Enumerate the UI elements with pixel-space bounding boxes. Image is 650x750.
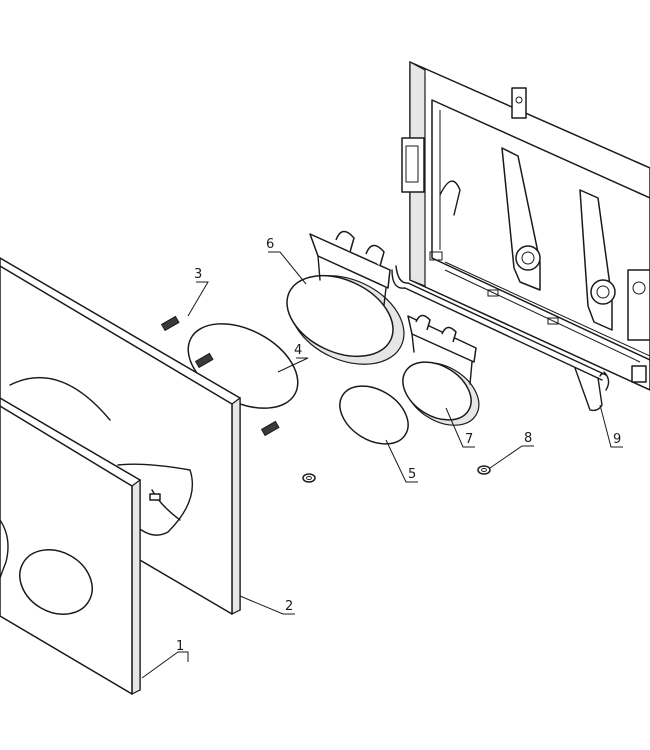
back-plate [0, 257, 241, 615]
actuator-rod [391, 265, 610, 412]
callout-4: 4 [294, 343, 302, 358]
callout-3: 3 [194, 267, 202, 282]
large-push-button [286, 230, 405, 365]
callout-8: 8 [524, 431, 532, 446]
front-cover-plate [0, 397, 141, 695]
callout-6: 6 [266, 237, 274, 252]
leader-lines [141, 251, 623, 679]
callout-9: 9 [613, 432, 621, 447]
callout-2: 2 [285, 599, 293, 614]
set-screw [160, 315, 280, 437]
small-push-button [402, 314, 480, 426]
callout-5: 5 [408, 467, 416, 482]
callout-1: 1 [176, 639, 184, 654]
callout-7: 7 [465, 432, 473, 447]
washer [302, 465, 491, 483]
mounting-frame [401, 61, 650, 391]
seal-ring [339, 385, 409, 445]
